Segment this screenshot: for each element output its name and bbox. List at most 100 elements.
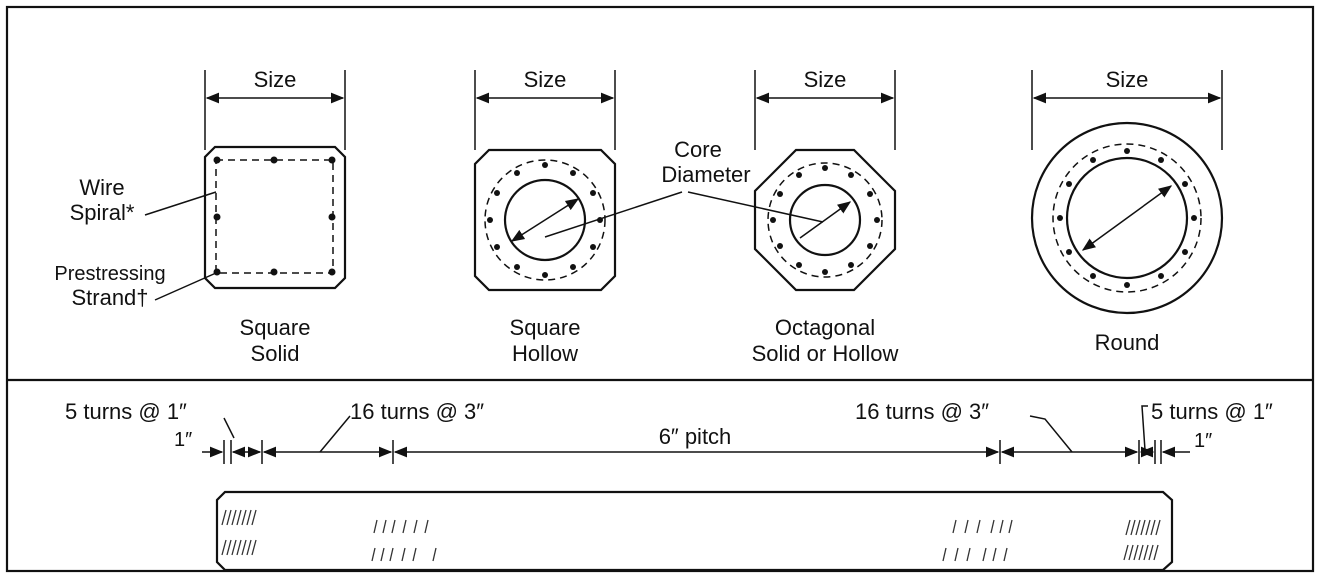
square-solid-name-line2: Solid: [251, 341, 300, 366]
spiral-turn: [241, 509, 247, 526]
strand-dot: [1182, 181, 1188, 187]
strand-dot: [1066, 181, 1072, 187]
square-hollow-spiral: [484, 159, 606, 281]
spiral-turn: [432, 547, 437, 562]
strand-dot: [494, 244, 500, 250]
strand-dot: [1124, 282, 1130, 288]
octagonal-spiral: [767, 162, 883, 278]
strand-dot: [796, 262, 802, 268]
strand-dot: [514, 170, 520, 176]
core-diameter-label-line1: Core: [674, 137, 722, 162]
spiral-turn: [1150, 519, 1156, 536]
core-diameter-callout: Core Diameter: [544, 137, 824, 238]
spiral-turn: [1143, 544, 1149, 561]
strand-dot: [487, 217, 493, 223]
pile-spiral-hatching: [221, 509, 1161, 562]
spiral-turn: [231, 539, 237, 556]
octagonal-name-line1: Octagonal: [775, 315, 875, 340]
round-section: Size Round: [1030, 67, 1224, 355]
spiral-turn: [1123, 544, 1129, 561]
spiral-turn: [992, 547, 997, 562]
prestressing-strand-label-line2: Strand†: [71, 285, 148, 310]
right-end-turns-label: 5 turns @ 1″: [1151, 399, 1273, 424]
spiral-turn: [1135, 519, 1141, 536]
strand-dot: [542, 162, 548, 168]
spiral-turn: [246, 509, 252, 526]
spiral-turn: [964, 519, 969, 534]
spiral-turn: [373, 519, 378, 534]
spiral-turn: [982, 547, 987, 562]
wire-spiral-label-line1: Wire: [79, 175, 124, 200]
round-core-diameter-dim: [1081, 185, 1173, 251]
strand-dot: [848, 262, 854, 268]
strand-dot: [874, 217, 880, 223]
square-hollow-core: [503, 178, 587, 262]
strand-dot: [1066, 249, 1072, 255]
square-hollow-section: Size Square Hollow: [473, 67, 617, 366]
strand-dot: [777, 191, 783, 197]
strand-dot: [514, 264, 520, 270]
spiral-turn: [221, 509, 227, 526]
spiral-turn: [413, 519, 418, 534]
square-solid-name-line1: Square: [240, 315, 311, 340]
strand-dot: [770, 217, 776, 223]
strand-dot: [848, 172, 854, 178]
right-end-gap-label: 1″: [1194, 430, 1212, 452]
strand-dot: [1090, 273, 1096, 279]
spiral-turn: [990, 519, 995, 534]
strand-dot: [590, 244, 596, 250]
spiral-turn: [942, 547, 947, 562]
square-hollow-size-label: Size: [524, 67, 567, 92]
spiral-turn: [402, 519, 407, 534]
left-mid-turns-label: 16 turns @ 3″: [350, 399, 484, 424]
square-solid-spiral: [215, 159, 334, 274]
spiral-turn: [412, 547, 417, 562]
strand-dot: [777, 243, 783, 249]
strand-dot: [867, 191, 873, 197]
octagonal-outline: [753, 148, 897, 292]
spiral-turn: [371, 547, 376, 562]
strand-dot: [1191, 215, 1197, 221]
spiral-turn: [231, 509, 237, 526]
strand-dot: [1158, 157, 1164, 163]
wire-spiral-callout: Wire Spiral*: [70, 175, 217, 225]
spiral-turn: [1140, 519, 1146, 536]
spiral-turn: [976, 519, 981, 534]
strand-dot: [1057, 215, 1063, 221]
round-size-label: Size: [1106, 67, 1149, 92]
spiral-turn: [226, 539, 232, 556]
round-outline: [1030, 121, 1224, 315]
strand-dot: [328, 156, 336, 164]
spiral-turn: [236, 509, 242, 526]
octagonal-name-line2: Solid or Hollow: [752, 341, 899, 366]
pile-body: [215, 490, 1174, 572]
spiral-turn: [382, 519, 387, 534]
octagonal-section: Size Octagonal Solid or Hollow: [752, 67, 899, 366]
spiral-turn: [251, 509, 257, 526]
spiral-turn: [226, 509, 232, 526]
core-diameter-label-line2: Diameter: [661, 162, 750, 187]
strand-dot: [570, 170, 576, 176]
spiral-turn: [380, 547, 385, 562]
strand-dot: [1158, 273, 1164, 279]
strand-dot: [822, 165, 828, 171]
spiral-turn: [251, 539, 257, 556]
spiral-turn: [1133, 544, 1139, 561]
pile-elevation: 5 turns @ 1″ 1″ 16 turns @ 3″ 6″ pitch 1…: [65, 399, 1273, 572]
spiral-turn: [1148, 544, 1154, 561]
spiral-turn: [1130, 519, 1136, 536]
spiral-turn: [1153, 544, 1159, 561]
right-mid-turns-label: 16 turns @ 3″: [855, 399, 989, 424]
strand-dot: [328, 213, 336, 221]
round-name-line1: Round: [1095, 330, 1160, 355]
spiral-turn: [389, 547, 394, 562]
spiral-turn: [1125, 519, 1131, 536]
spiral-turn: [1003, 547, 1008, 562]
strand-dot: [270, 156, 278, 164]
left-end-turns-leader: [223, 417, 235, 439]
spiral-turn: [236, 539, 242, 556]
strand-dot: [822, 269, 828, 275]
wire-spiral-leader: [144, 191, 217, 216]
strand-dot: [328, 268, 336, 276]
strand-dot: [867, 243, 873, 249]
